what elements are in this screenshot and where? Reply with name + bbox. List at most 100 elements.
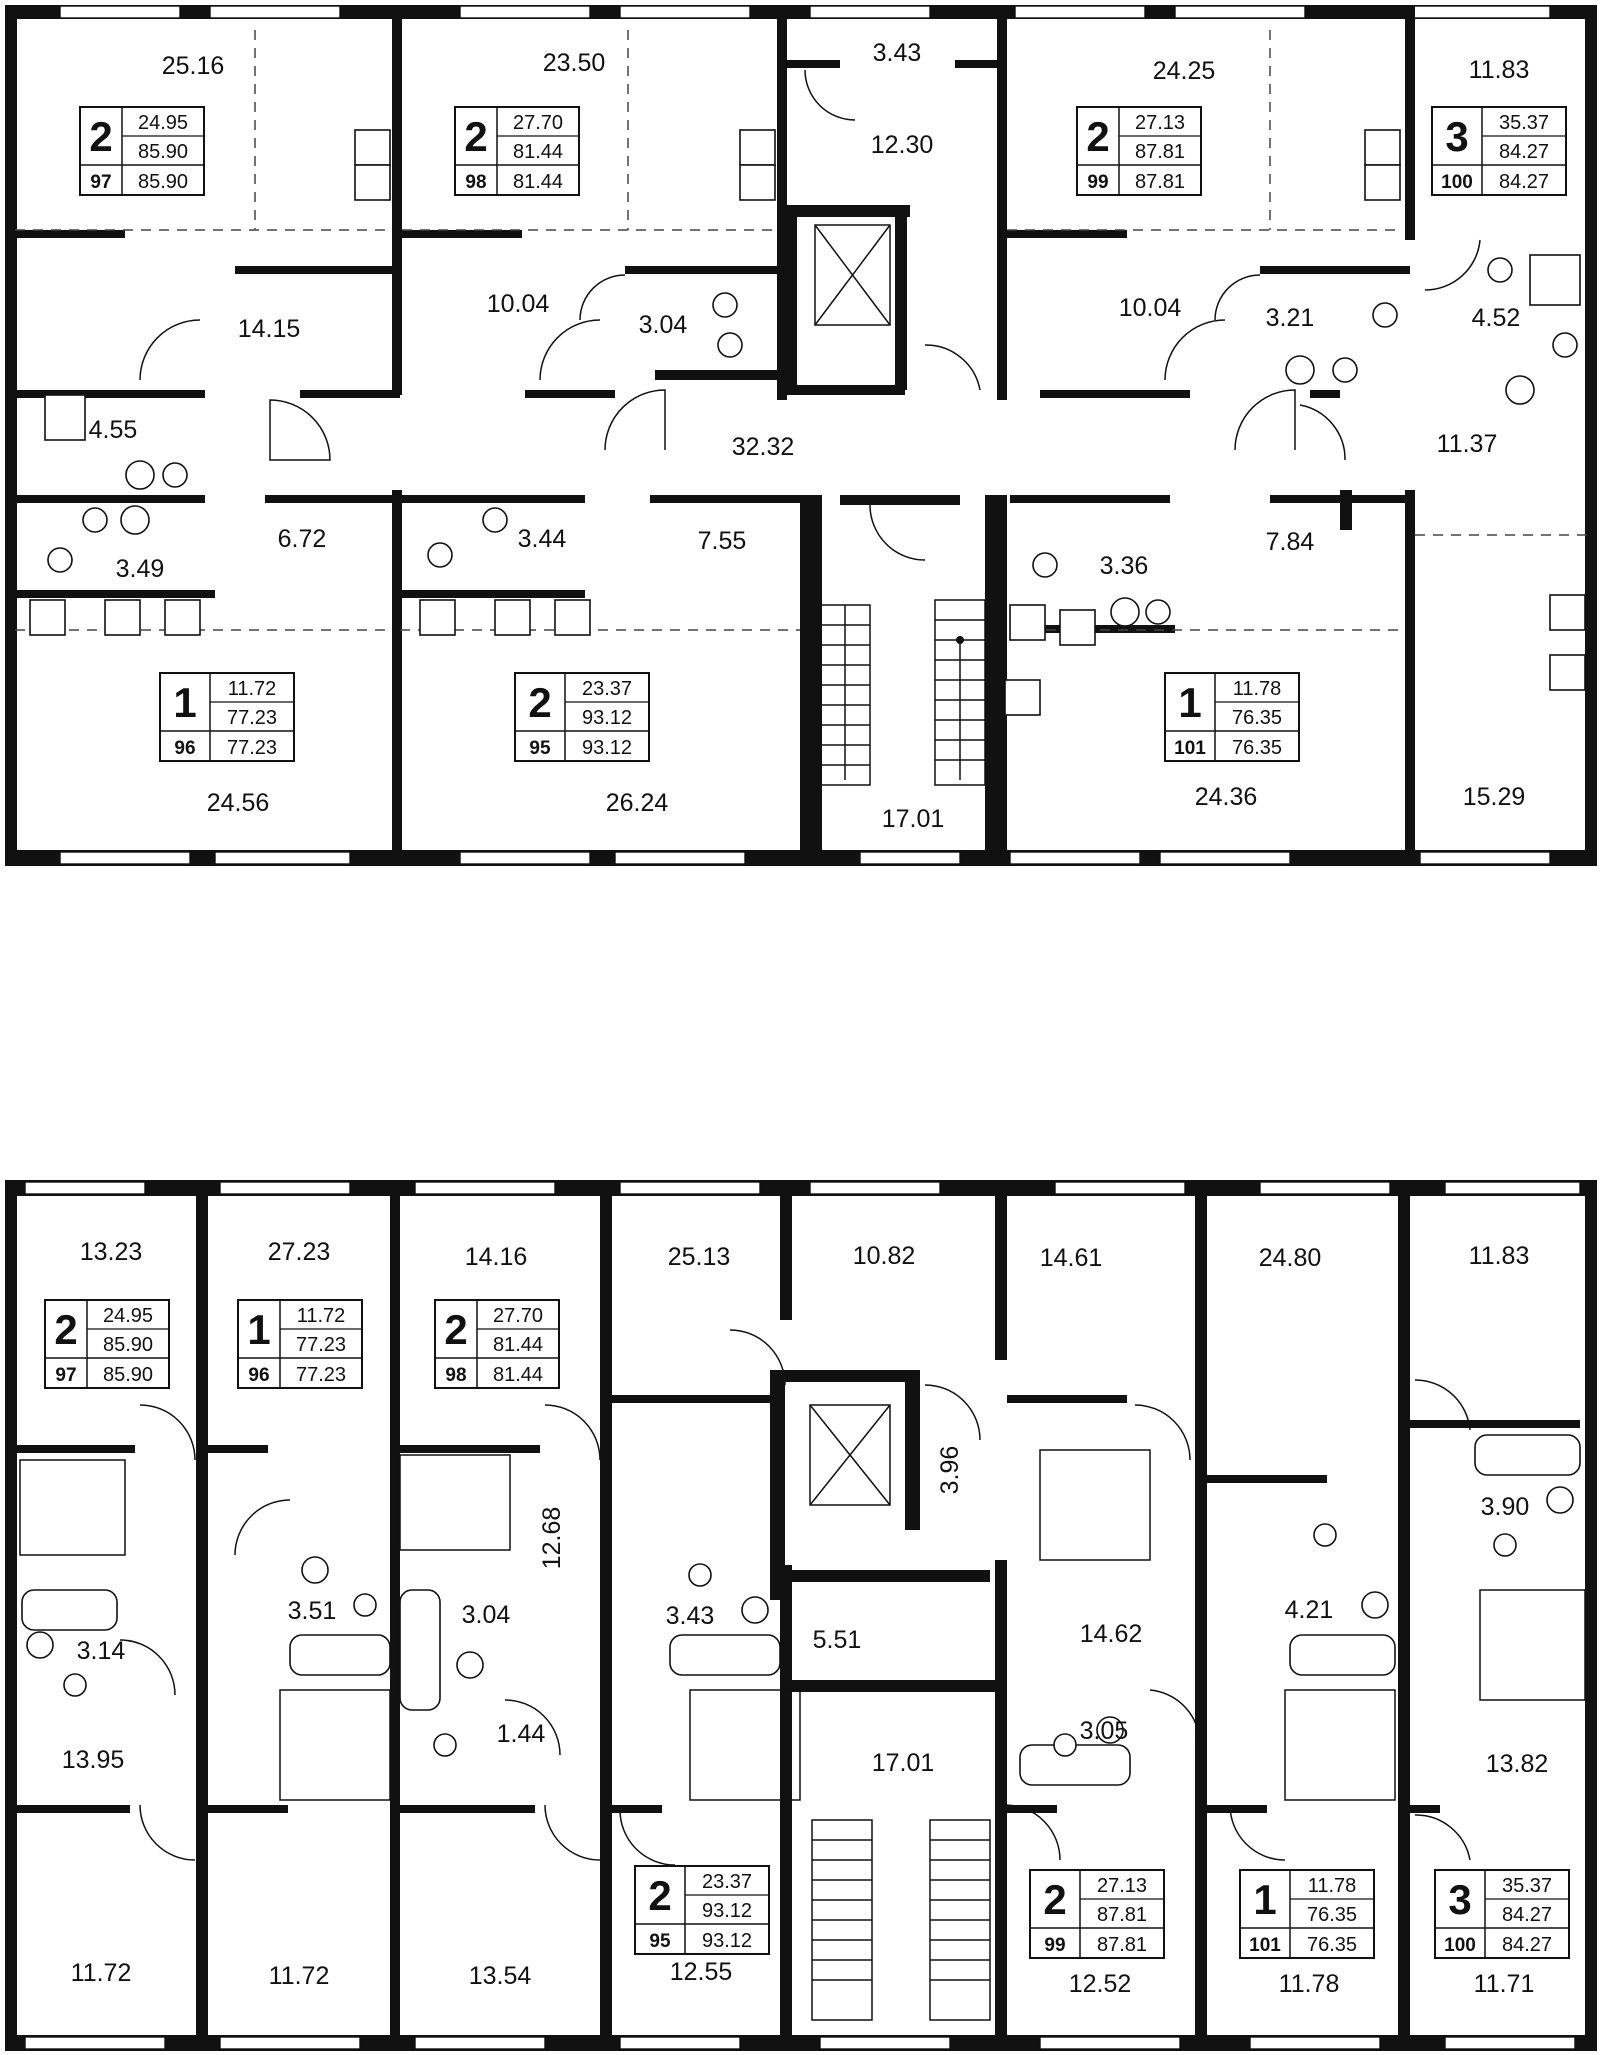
wall [1585,5,1597,866]
room-area-label: 11.72 [269,1962,330,1990]
room-area-label: 3.43 [666,1602,715,1630]
room-area-label: 3.96 [936,1446,964,1495]
room-area-labels: 25.16 23.50 3.43 24.25 11.83 12.30 14.15… [89,39,1530,833]
tag-area-1: 23.37 [702,1871,752,1893]
room-area-label: 27.23 [268,1238,331,1266]
lower-floor-plan: 2 24.95 85.90 97 85.90 1 11.72 77.23 96 … [5,1180,1597,2051]
room-area-label: 3.04 [639,311,688,339]
spiral-stairs [19,1449,1586,1801]
tag-area-1: 11.72 [228,678,277,700]
tag-area-1: 35.37 [1499,112,1549,134]
tag-rooms: 3 [1445,113,1468,160]
room-area-label: 3.44 [518,525,567,553]
tag-area-2: 84.27 [1499,141,1549,163]
bathroom-fixtures [21,1434,1581,1786]
tag-area-1: 24.95 [138,112,188,134]
room-area-label: 12.68 [538,1507,566,1570]
tag-area-3: 77.23 [227,737,277,759]
apartment-tag: 2 27.70 81.44 98 81.44 [454,106,580,196]
room-area-label: 4.21 [1285,1596,1334,1624]
room-area-label: 11.83 [1469,1242,1530,1270]
tag-area-1: 27.70 [493,1305,543,1327]
tag-area-2: 85.90 [103,1334,153,1356]
room-area-label: 12.30 [871,131,934,159]
tag-area-2: 76.35 [1307,1904,1357,1926]
tag-area-3: 81.44 [493,1364,543,1386]
room-area-label: 11.37 [1437,430,1498,458]
room-area-label: 3.36 [1100,552,1149,580]
window-row [59,5,1551,865]
room-area-label: 13.82 [1486,1750,1549,1778]
room-area-label: 3.05 [1080,1717,1129,1745]
tag-rooms: 1 [1178,679,1201,726]
tag-area-3: 93.12 [582,737,632,759]
apartment-tag: 2 24.95 85.90 97 85.90 [44,1299,170,1389]
tag-area-2: 93.12 [702,1900,752,1922]
apartment-tag: 2 24.95 85.90 97 85.90 [79,106,205,196]
room-area-label: 3.49 [116,555,165,583]
apartment-tag: 3 35.37 84.27 100 84.27 [1431,106,1567,196]
tag-area-2: 81.44 [493,1334,543,1356]
bathroom-fixtures [44,254,1581,627]
room-area-label: 15.29 [1463,783,1526,811]
tag-apartment-number: 100 [1444,1935,1476,1956]
room-area-label: 25.13 [668,1243,731,1271]
room-area-label: 3.90 [1481,1493,1530,1521]
staircase [811,1819,991,2021]
tag-apartment-number: 95 [649,1931,671,1952]
tag-area-3: 87.81 [1135,171,1185,193]
tag-area-1: 24.95 [103,1305,153,1327]
room-area-label: 24.36 [1195,783,1258,811]
room-area-label: 24.56 [207,789,270,817]
tag-apartment-number: 99 [1044,1935,1065,1956]
tag-apartment-number: 96 [248,1365,269,1386]
tag-area-1: 11.78 [1308,1875,1357,1897]
wall [5,5,17,866]
tag-area-1: 23.37 [582,678,632,700]
tag-area-3: 76.35 [1307,1934,1357,1956]
room-area-label: 13.54 [469,1962,532,1990]
tag-apartment-number: 98 [445,1365,466,1386]
room-area-label: 17.01 [882,805,945,833]
upper-floor-plan: 2 24.95 85.90 97 85.90 2 27.70 81.44 98 … [5,5,1597,866]
tag-area-2: 81.44 [513,141,563,163]
room-area-label: 3.21 [1266,304,1315,332]
tag-apartment-number: 100 [1441,172,1473,193]
apartment-tag: 2 27.13 87.81 99 87.81 [1076,106,1202,196]
room-area-label: 3.43 [873,39,922,67]
tag-area-2: 85.90 [138,141,188,163]
tag-area-2: 77.23 [296,1334,346,1356]
tag-rooms: 2 [89,113,112,160]
tag-area-3: 76.35 [1232,737,1282,759]
tag-rooms: 2 [1086,113,1109,160]
apartment-tag: 1 11.72 77.23 96 77.23 [159,672,295,762]
tag-area-3: 85.90 [138,171,188,193]
tag-area-1: 27.13 [1097,1875,1147,1897]
tag-apartment-number: 98 [465,172,486,193]
room-area-label: 17.01 [872,1749,935,1777]
room-area-label: 26.24 [606,789,669,817]
tag-rooms: 2 [1043,1876,1066,1923]
tag-area-1: 27.13 [1135,112,1185,134]
room-area-label: 3.04 [462,1601,511,1629]
room-area-label: 1.44 [497,1720,546,1748]
tag-area-1: 35.37 [1502,1875,1552,1897]
tag-area-3: 84.27 [1502,1934,1552,1956]
room-area-label: 10.04 [487,290,550,318]
room-area-label: 23.50 [543,49,606,77]
room-area-label: 5.51 [813,1626,862,1654]
room-area-label: 7.55 [698,527,747,555]
room-area-label: 24.25 [1153,57,1216,85]
tag-rooms: 2 [648,1872,671,1919]
room-area-label: 25.16 [162,52,225,80]
tag-area-3: 87.81 [1097,1934,1147,1956]
room-area-label: 11.83 [1469,56,1530,84]
apartment-tag: 1 11.78 76.35 101 76.35 [1239,1869,1375,1959]
tag-apartment-number: 99 [1087,172,1108,193]
room-area-label: 10.82 [853,1242,916,1270]
room-area-label: 11.78 [1279,1970,1340,1998]
tag-area-1: 11.72 [297,1305,346,1327]
door-swings [119,1329,1471,1866]
tag-apartment-number: 97 [55,1365,76,1386]
tag-area-2: 84.27 [1502,1904,1552,1926]
